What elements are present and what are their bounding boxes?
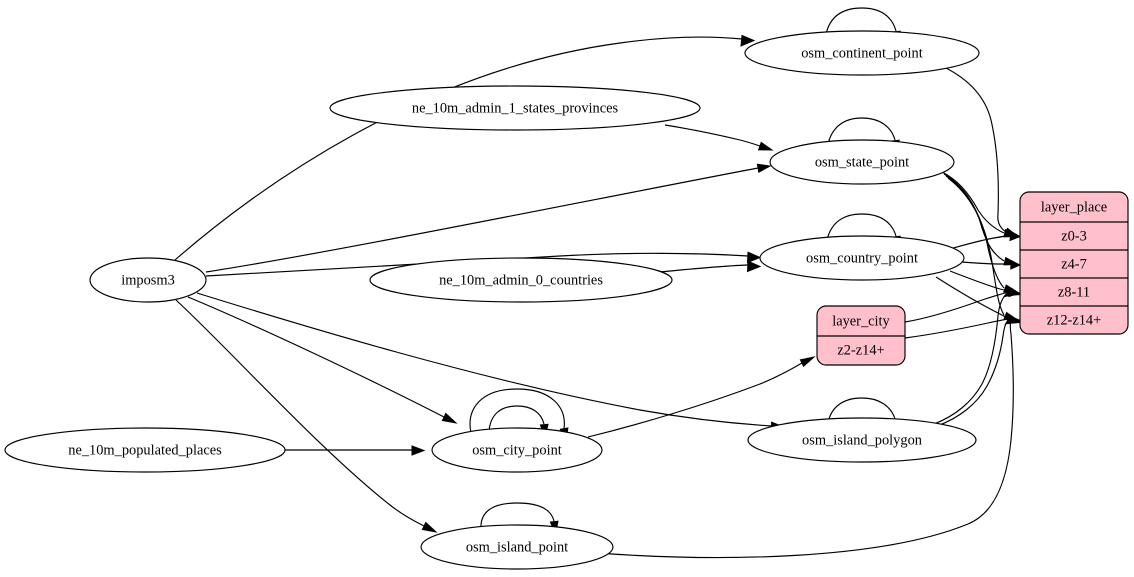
edge-imposm3-to-osm-island-polygon — [196, 292, 786, 433]
node-imposm3-label: imposm3 — [121, 272, 175, 288]
edge-layer — [174, 7, 1022, 559]
node-ne-populated-label: ne_10m_populated_places — [68, 442, 222, 458]
node-ne-10m-admin-1-states-provinces[interactable]: ne_10m_admin_1_states_provinces — [329, 85, 701, 131]
node-ne-10m-populated-places[interactable]: ne_10m_populated_places — [4, 427, 286, 473]
edge-ne-countries-to-osm-country-point — [659, 260, 762, 273]
edge-osm-continent-point-to-layer-place-z0-3 — [943, 66, 1020, 238]
edge-osm-island-polygon-to-layer-place-z8-11 — [933, 289, 1021, 425]
node-ne-states-label: ne_10m_admin_1_states_provinces — [412, 100, 619, 116]
node-osm-island-polygon-label: osm_island_polygon — [802, 432, 922, 448]
node-osm-city-point-label: osm_city_point — [472, 442, 562, 458]
edge-osm-city-point-to-layer-city — [587, 356, 816, 438]
record-layer-place-row-z8-11[interactable]: z8-11 — [1058, 284, 1090, 300]
record-layer-place-row-z0-3[interactable]: z0-3 — [1061, 228, 1087, 244]
edge-ne-populated-to-osm-city-point — [285, 445, 426, 456]
edge-imposm3-to-osm-island-point — [175, 299, 438, 533]
edge-imposm3-to-osm-state-point — [205, 163, 772, 273]
node-osm-country-point[interactable]: osm_country_point — [759, 235, 965, 281]
node-osm-state-point-label: osm_state_point — [815, 154, 909, 170]
record-node-layer-place[interactable]: layer_place z0-3 z4-7 z8-11 z12-z14+ — [1019, 191, 1129, 335]
edge-osm-country-point-to-layer-place-z0-3 — [952, 230, 1022, 249]
edge-imposm3-to-osm-continent-point — [174, 34, 756, 261]
edge-osm-island-polygon-to-layer-place-z12-z14 — [936, 316, 1022, 427]
record-layer-city-row-z2-z14[interactable]: z2-z14+ — [837, 342, 884, 358]
record-node-layer-city[interactable]: layer_city z2-z14+ — [816, 305, 906, 366]
node-osm-island-point-label: osm_island_point — [466, 539, 568, 555]
node-layer: imposm3 ne_10m_admin_1_states_provinces … — [4, 30, 980, 570]
record-layer-place-title: layer_place — [1041, 199, 1107, 215]
node-osm-island-point[interactable]: osm_island_point — [420, 524, 614, 570]
record-layer-place-row-z12-z14[interactable]: z12-z14+ — [1047, 312, 1101, 328]
record-layer-city-title: layer_city — [832, 313, 890, 329]
edge-osm-country-point-to-layer-place-z4-7 — [961, 259, 1022, 270]
record-layer-place-row-z4-7[interactable]: z4-7 — [1061, 256, 1087, 272]
node-osm-city-point[interactable]: osm_city_point — [431, 427, 603, 473]
edge-osm-island-point-to-layer-place-z12-z14 — [596, 318, 1022, 559]
edge-imposm3-to-osm-city-point — [187, 296, 458, 424]
node-osm-continent-point-label: osm_continent_point — [801, 45, 923, 61]
node-osm-state-point[interactable]: osm_state_point — [769, 139, 955, 185]
node-ne-countries-label: ne_10m_admin_0_countries — [439, 272, 603, 288]
node-osm-continent-point[interactable]: osm_continent_point — [744, 30, 980, 76]
node-osm-country-point-label: osm_country_point — [806, 250, 918, 266]
node-osm-island-polygon[interactable]: osm_island_polygon — [747, 417, 977, 463]
edge-ne-states-to-osm-state-point — [664, 124, 774, 151]
node-imposm3[interactable]: imposm3 — [89, 257, 207, 303]
record-node-layer: layer_place z0-3 z4-7 z8-11 z12-z14+ lay… — [816, 191, 1129, 366]
node-ne-10m-admin-0-countries[interactable]: ne_10m_admin_0_countries — [369, 257, 673, 303]
